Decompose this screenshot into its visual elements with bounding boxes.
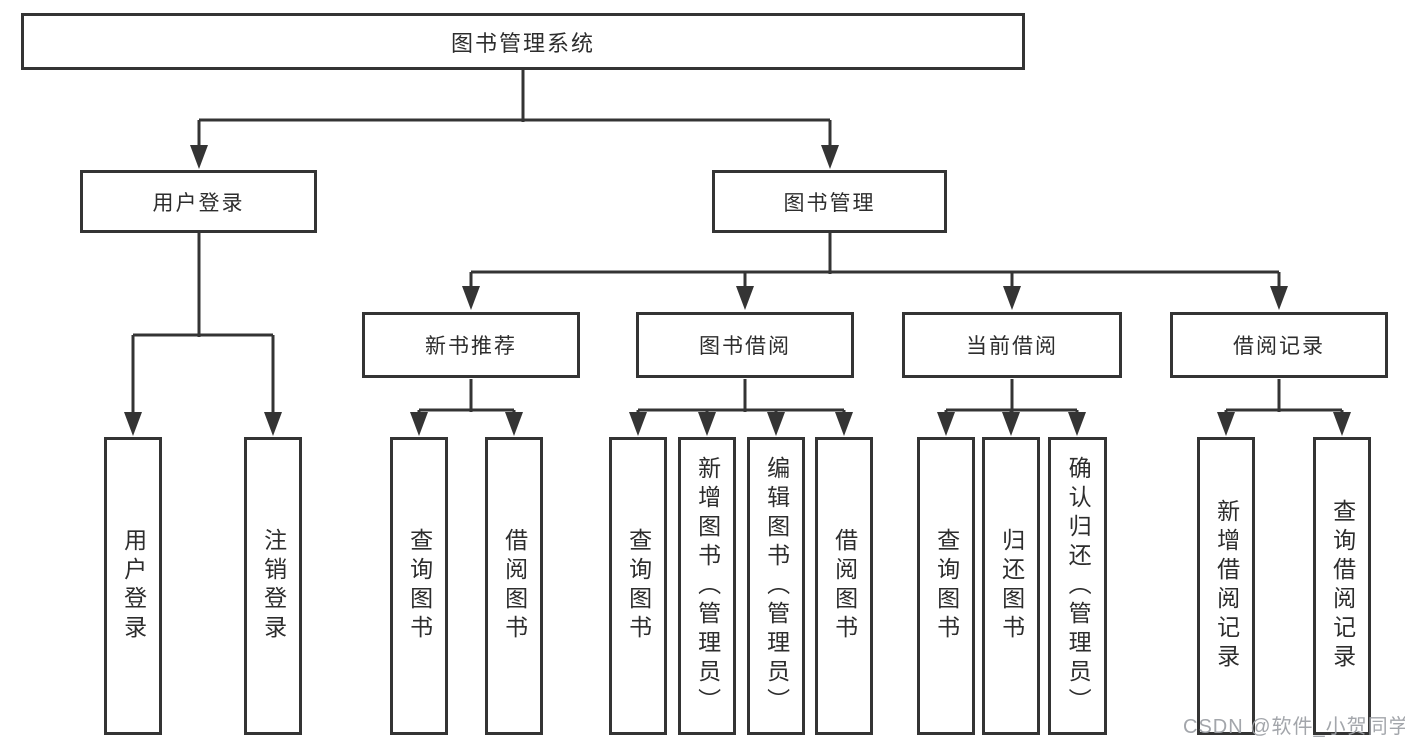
node-current-borrow: 当前借阅 — [902, 312, 1122, 378]
node-root: 图书管理系统 — [21, 13, 1025, 70]
leaf-confirm-return-admin: 确认归还（管理员） — [1048, 437, 1107, 735]
leaf-user-login-label: 用户登录 — [120, 528, 147, 644]
leaf-query-books-borrow-label: 查询图书 — [625, 528, 652, 644]
leaf-logout-label: 注销登录 — [260, 528, 287, 644]
leaf-user-login: 用户登录 — [104, 437, 162, 735]
node-book-borrow: 图书借阅 — [636, 312, 854, 378]
leaf-return-books: 归还图书 — [982, 437, 1040, 735]
leaf-query-books-current-label: 查询图书 — [933, 528, 960, 644]
leaf-add-borrow-record-label: 新增借阅记录 — [1213, 499, 1240, 673]
leaf-query-books-current: 查询图书 — [917, 437, 975, 735]
leaf-query-borrow-record: 查询借阅记录 — [1313, 437, 1371, 735]
leaf-borrow-books-recommend-label: 借阅图书 — [501, 528, 528, 644]
leaf-edit-book-admin-label: 编辑图书（管理员） — [763, 455, 790, 717]
node-new-book-recommend: 新书推荐 — [362, 312, 580, 378]
leaf-logout: 注销登录 — [244, 437, 302, 735]
leaf-add-book-admin-label: 新增图书（管理员） — [694, 455, 721, 717]
node-borrow-records: 借阅记录 — [1170, 312, 1388, 378]
leaf-query-books-recommend-label: 查询图书 — [406, 528, 433, 644]
leaf-return-books-label: 归还图书 — [998, 528, 1025, 644]
leaf-borrow-books-borrow: 借阅图书 — [815, 437, 873, 735]
arrowheads — [124, 145, 1351, 436]
leaf-query-books-borrow: 查询图书 — [609, 437, 667, 735]
node-book-management: 图书管理 — [712, 170, 947, 233]
leaf-query-books-recommend: 查询图书 — [390, 437, 448, 735]
leaf-add-book-admin: 新增图书（管理员） — [678, 437, 736, 735]
leaf-query-borrow-record-label: 查询借阅记录 — [1329, 499, 1356, 673]
leaf-borrow-books-recommend: 借阅图书 — [485, 437, 543, 735]
node-user-login: 用户登录 — [80, 170, 317, 233]
leaf-borrow-books-borrow-label: 借阅图书 — [831, 528, 858, 644]
csdn-watermark: CSDN @软件_小贺同学 — [1183, 716, 1405, 738]
leaf-add-borrow-record: 新增借阅记录 — [1197, 437, 1255, 735]
leaf-confirm-return-admin-label: 确认归还（管理员） — [1065, 455, 1092, 717]
leaf-edit-book-admin: 编辑图书（管理员） — [747, 437, 805, 735]
